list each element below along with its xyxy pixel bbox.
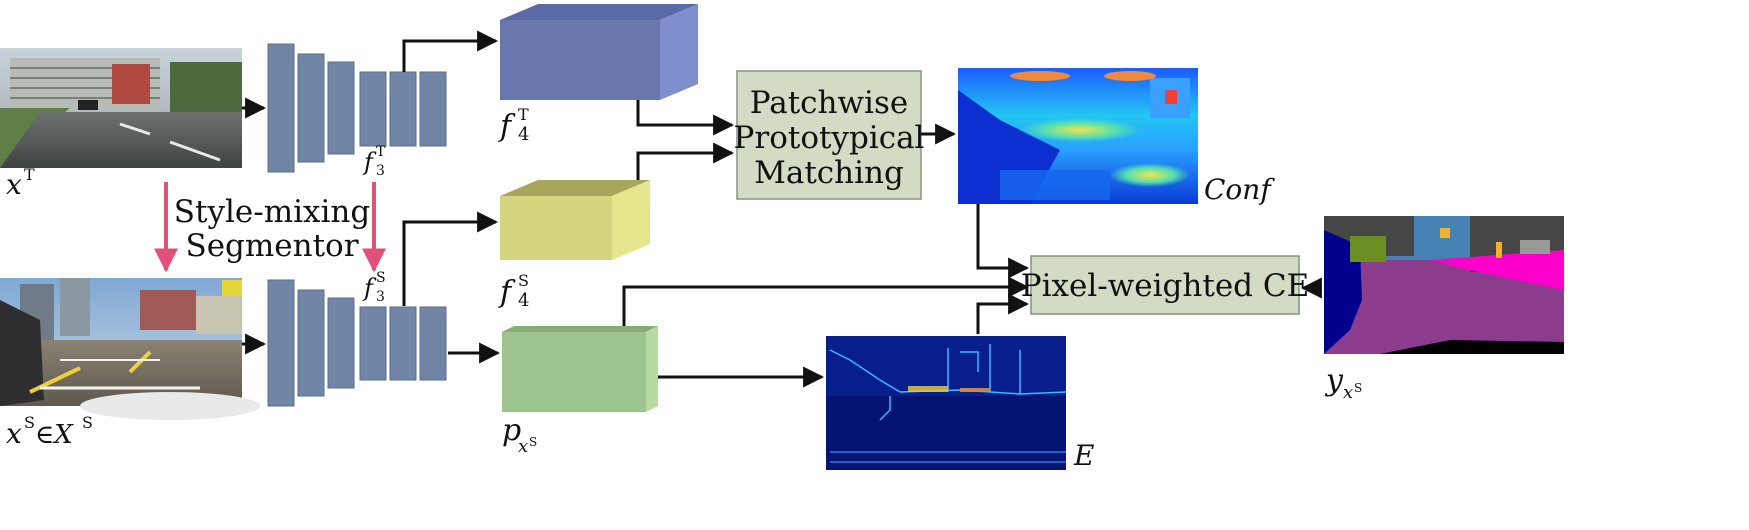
- svg-text:Prototypical: Prototypical: [734, 120, 925, 156]
- label-f4-target: f T 4: [498, 105, 529, 145]
- svg-text:Conf: Conf: [1204, 173, 1275, 206]
- svg-text:f: f: [362, 148, 377, 176]
- connector-arrows: [242, 30, 1322, 388]
- feature-cube-f4-source: [500, 180, 650, 260]
- source-encoder: [267, 279, 447, 407]
- svg-text:E: E: [1073, 439, 1094, 472]
- feature-cube-f4-target: [500, 4, 698, 100]
- svg-text:Segmentor: Segmentor: [185, 228, 358, 264]
- label-x-target: x T: [6, 165, 35, 201]
- label-e: E: [1073, 439, 1094, 472]
- svg-text:3: 3: [376, 289, 385, 305]
- svg-text:x: x: [6, 168, 22, 201]
- svg-text:y: y: [1324, 363, 1344, 398]
- target-encoder: [267, 43, 447, 173]
- label-f3-target: f T 3: [362, 144, 386, 179]
- svg-text:x: x: [6, 417, 22, 450]
- svg-text:x: x: [1343, 382, 1353, 403]
- svg-text:Pixel-weighted CE: Pixel-weighted CE: [1021, 268, 1309, 304]
- label-f4-source: f S 4: [498, 271, 529, 311]
- svg-text:Patchwise: Patchwise: [750, 85, 908, 121]
- label-f3-source: f S 3: [362, 270, 386, 305]
- svg-text:S: S: [529, 435, 537, 449]
- target-image: [0, 48, 242, 168]
- svg-text:S: S: [82, 413, 93, 432]
- svg-text:3: 3: [376, 163, 385, 179]
- svg-text:Matching: Matching: [754, 155, 904, 191]
- svg-text:x: x: [518, 436, 528, 457]
- svg-text:4: 4: [518, 290, 529, 311]
- ground-truth-map: [1324, 216, 1564, 354]
- prediction-cube: [502, 326, 658, 412]
- svg-text:S: S: [1354, 381, 1362, 395]
- svg-text:∈X: ∈X: [35, 420, 74, 450]
- label-p-xs: p x S: [502, 413, 537, 457]
- svg-text:f: f: [498, 275, 516, 310]
- svg-text:S: S: [376, 270, 386, 286]
- source-image: [0, 278, 260, 420]
- label-conf: Conf: [1204, 173, 1275, 206]
- svg-text:f: f: [362, 274, 377, 302]
- svg-text:f: f: [498, 109, 516, 144]
- pink-arrows: [154, 182, 386, 273]
- label-x-source: x S ∈X S: [6, 413, 93, 450]
- style-mixing-segmentor-label: Style-mixing Segmentor: [174, 194, 370, 264]
- patchwise-matching-box: Patchwise Prototypical Matching: [734, 70, 925, 200]
- pixel-weighted-ce-box: Pixel-weighted CE: [1021, 255, 1309, 315]
- svg-text:Style-mixing: Style-mixing: [174, 194, 370, 230]
- svg-text:p: p: [502, 413, 521, 448]
- error-map: [826, 336, 1067, 470]
- svg-text:T: T: [518, 105, 529, 124]
- label-y-xs: y x S: [1324, 363, 1362, 403]
- confidence-map: [958, 68, 1198, 204]
- svg-text:T: T: [376, 144, 386, 160]
- svg-text:T: T: [24, 165, 35, 184]
- svg-text:4: 4: [518, 124, 529, 145]
- svg-text:S: S: [518, 271, 529, 290]
- svg-text:S: S: [24, 413, 35, 432]
